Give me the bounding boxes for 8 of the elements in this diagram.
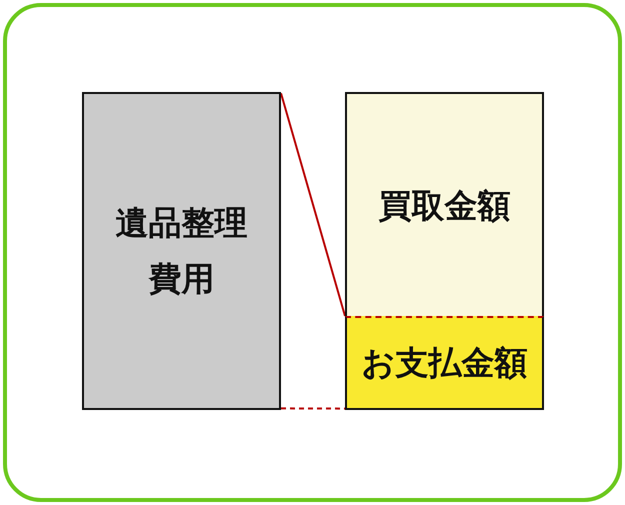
lower-bar-segment [345, 316, 544, 410]
dashed-connector-line [281, 407, 345, 410]
cost-bar [82, 92, 281, 410]
bar-label: 遺品整理費用 [114, 202, 248, 300]
bar-label: お支払金額 [362, 342, 528, 384]
connector-line [280, 93, 346, 316]
upper-bar-segment [345, 92, 544, 317]
bar-label: 買取金額 [378, 184, 510, 226]
